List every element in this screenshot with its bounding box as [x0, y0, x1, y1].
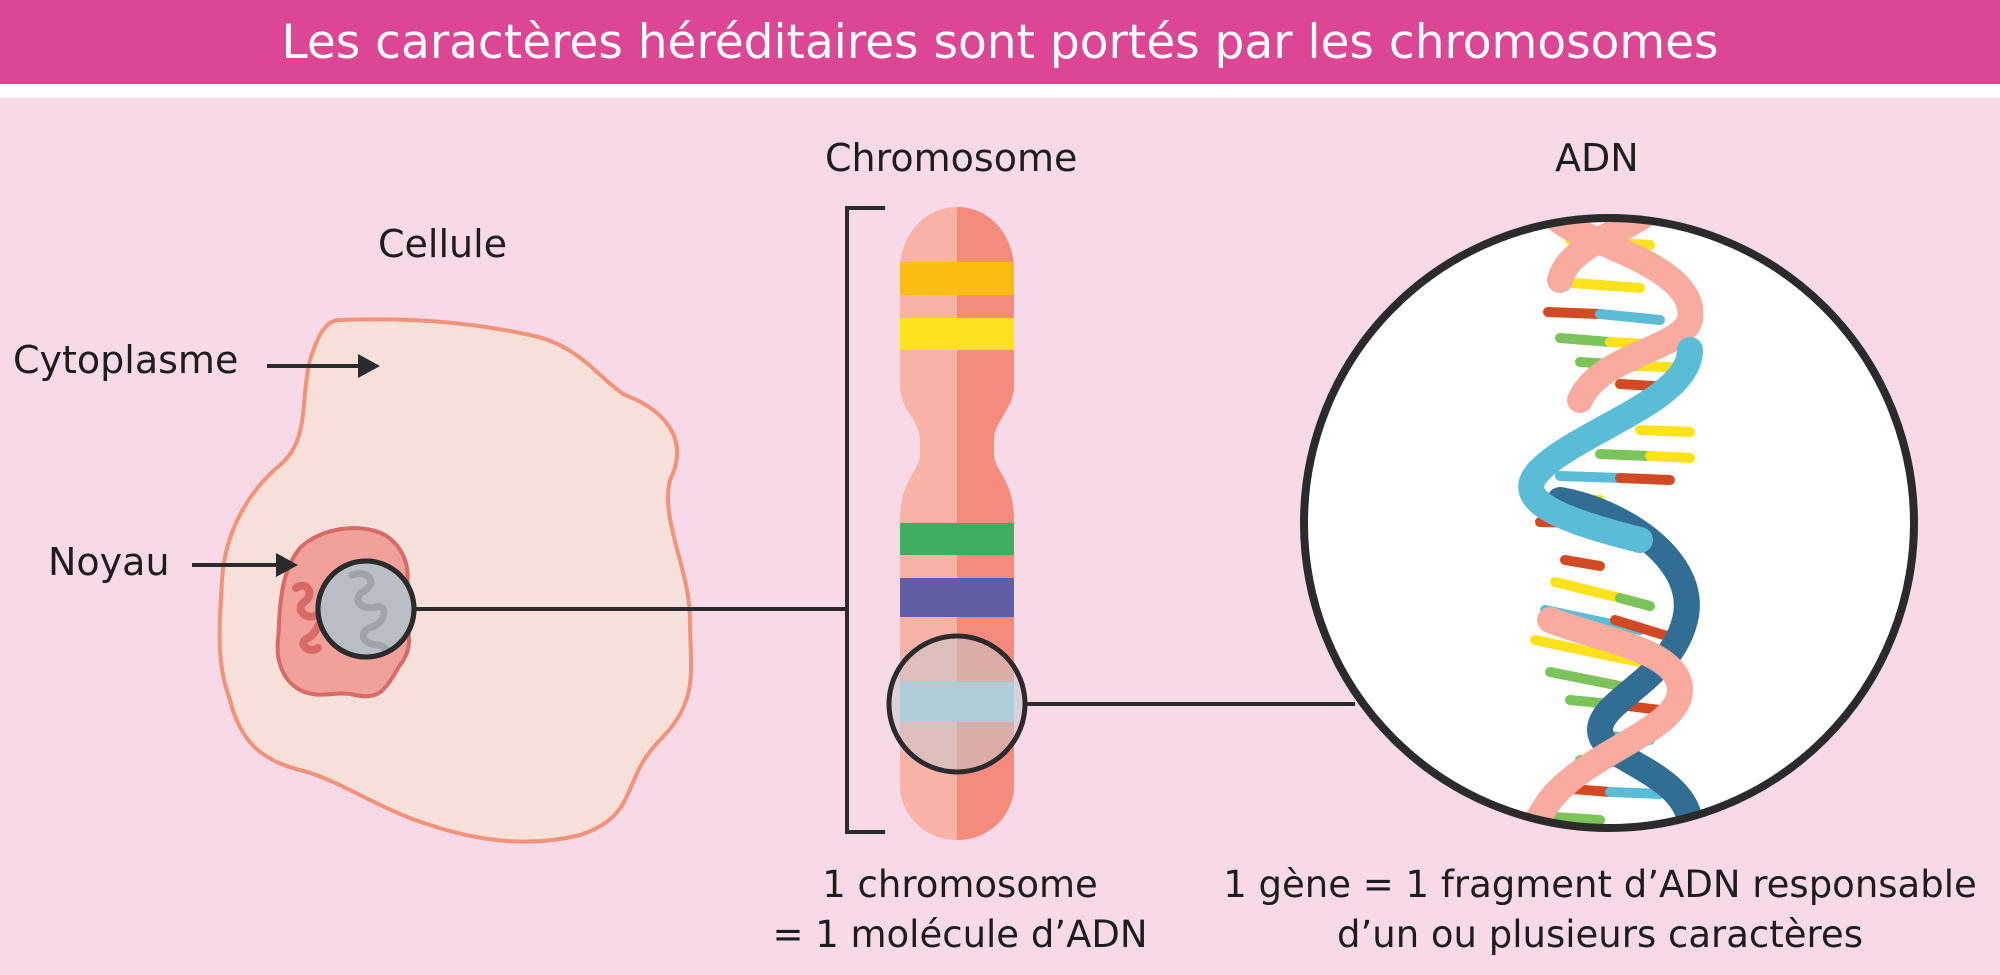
diagram-canvas	[192, 206, 1918, 844]
cell-illustration	[217, 317, 694, 844]
cytoplasm-arrow	[267, 354, 380, 378]
chromosome-zoom-lens	[886, 633, 1028, 775]
chromosome-illustration	[886, 207, 1028, 840]
nucleus-chromatin-zoom	[348, 570, 390, 657]
dna-zoom-circle-outline	[1300, 214, 1918, 832]
band-yellow	[900, 318, 1014, 350]
dna-label: ADN	[1555, 136, 1639, 180]
chromosome-caption-line2: = 1 molécule d’ADN	[772, 913, 1148, 956]
band-orange	[900, 262, 1014, 295]
gene-caption: 1 gène = 1 fragment d’ADN responsable d’…	[1205, 860, 1995, 960]
band-purple	[900, 578, 1014, 617]
band-green	[900, 523, 1014, 555]
page-title: Les caractères héréditaires sont portés …	[281, 14, 1719, 70]
cytoplasm-shape	[217, 317, 694, 844]
nucleus-label: Noyau	[48, 540, 170, 584]
chromosome-caption: 1 chromosome = 1 molécule d’ADN	[760, 860, 1160, 960]
dna-strand-blue	[1518, 337, 1703, 553]
dna-zoom-view	[1300, 214, 1918, 832]
gene-caption-line1: 1 gène = 1 fragment d’ADN responsable	[1223, 863, 1977, 906]
cell-label: Cellule	[378, 222, 508, 266]
chromosome-label: Chromosome	[825, 136, 1078, 180]
dna-strand-pink-top	[1547, 218, 1673, 293]
title-divider	[0, 84, 2000, 98]
chromosome-bracket	[845, 206, 885, 834]
gene-caption-line2: d’un ou plusieurs caractères	[1337, 913, 1863, 956]
title-banner: Les caractères héréditaires sont portés …	[0, 0, 2000, 84]
cytoplasm-label: Cytoplasme	[13, 338, 239, 382]
nucleus-arrow	[192, 553, 298, 577]
chromosome-caption-line1: 1 chromosome	[822, 863, 1098, 906]
